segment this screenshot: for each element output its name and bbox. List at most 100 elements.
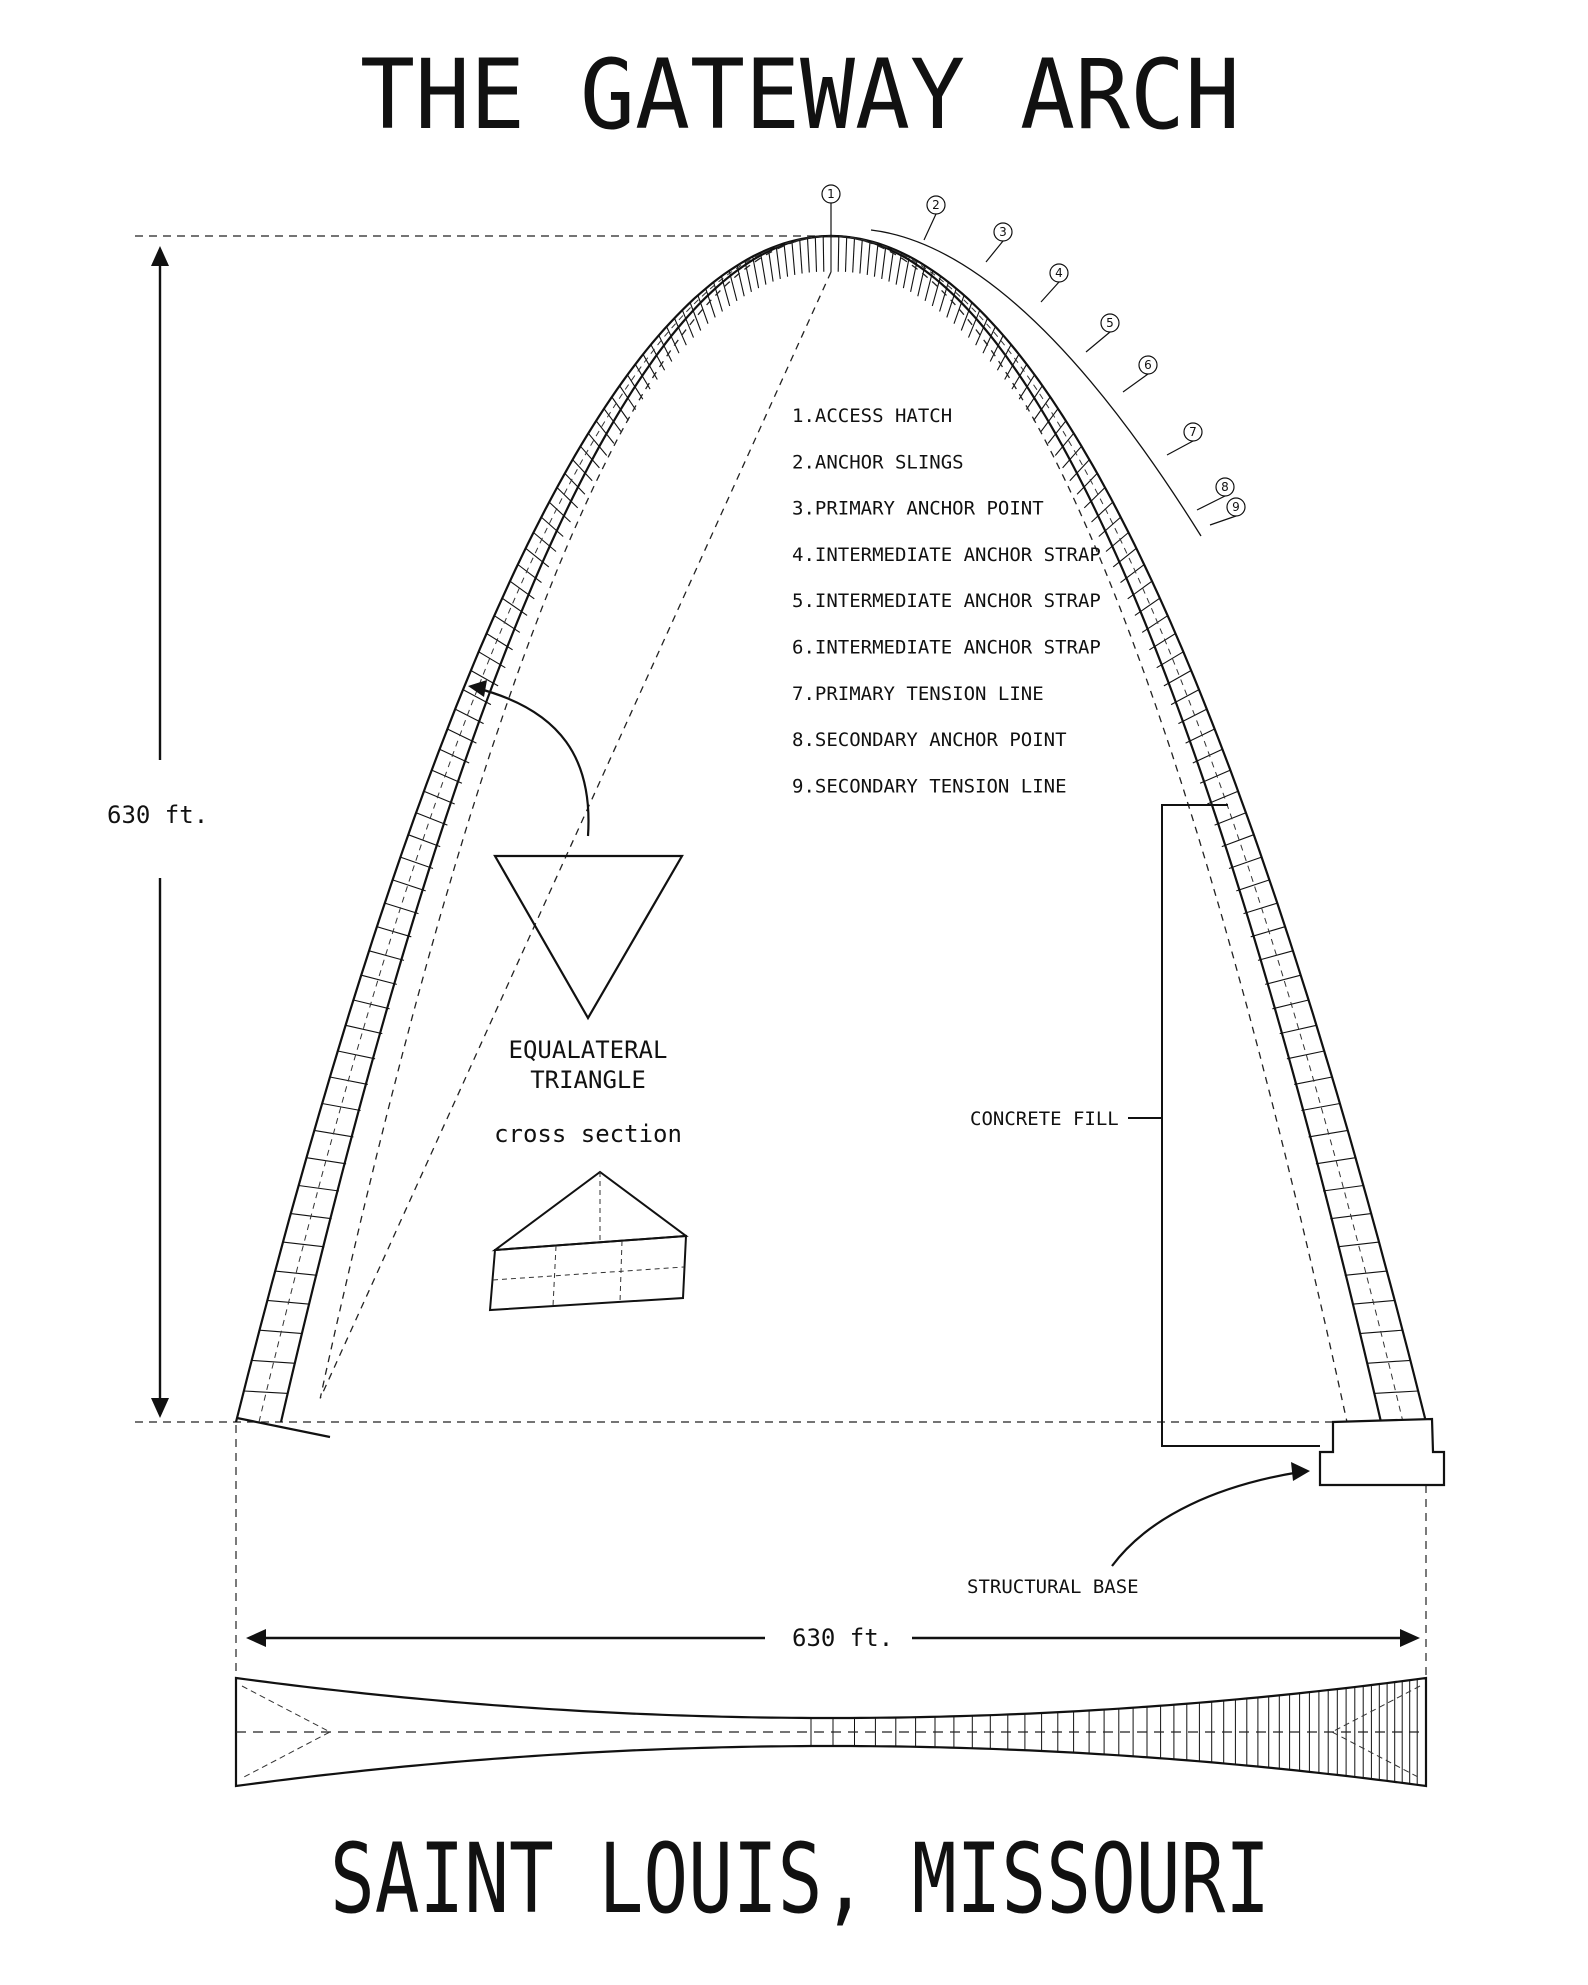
left-foot-cap: [236, 1416, 331, 1439]
arch-segment-line: [282, 1241, 325, 1248]
arch-segment-line: [1047, 420, 1067, 444]
arch-segment-line: [275, 1270, 318, 1276]
arch-segment-line: [996, 344, 1012, 371]
arch-segment-line: [924, 270, 934, 302]
structural-base-arrowhead-icon: [1291, 1462, 1310, 1481]
arch-segment-line: [1221, 834, 1254, 848]
arch-segment-line: [946, 288, 957, 318]
arch-segment-line: [337, 1050, 376, 1060]
structural-base-curved-arrow: [1111, 1470, 1301, 1567]
arch-segment-line: [873, 243, 879, 277]
arch-segment-line: [298, 1184, 339, 1192]
arch-segment-line: [494, 615, 521, 633]
arch-segment-line: [783, 243, 789, 277]
arch-segment-line: [564, 473, 586, 495]
arch-segment-line: [1185, 728, 1215, 744]
arch-segment-line: [509, 580, 535, 600]
triangle-label-line1: EQUALATERAL: [509, 1036, 668, 1064]
arch-segment-line: [619, 385, 637, 410]
legend-item: 2.ANCHOR SLINGS: [792, 451, 964, 473]
plan-outline: [234, 1676, 1428, 1788]
arch-segment-line: [517, 564, 542, 584]
arch-segment-line: [1366, 1359, 1411, 1364]
callout-leader: [923, 213, 937, 241]
callout-leader: [985, 240, 1004, 263]
callout-2: 2: [923, 195, 946, 241]
arch-segment-line: [837, 236, 840, 272]
structural-base-label: STRUCTURAL BASE: [967, 1576, 1139, 1598]
arch-segment-line: [1192, 748, 1223, 764]
dimension-guides: [135, 235, 1430, 1690]
arch-segment-line: [720, 276, 731, 307]
concrete-fill-label: CONCRETE FILL: [970, 1108, 1119, 1130]
arch-segment-line: [1178, 708, 1208, 725]
arch-segment-line: [595, 420, 615, 444]
arch-segment-line: [1257, 950, 1294, 961]
arch-segment-line: [470, 670, 499, 687]
callout-circle: [1226, 497, 1246, 517]
arch-segment-line: [1373, 1390, 1419, 1394]
arch-segment-line: [1279, 1024, 1317, 1035]
arch-segment-line: [852, 237, 856, 273]
callout-leader: [1122, 373, 1149, 393]
arch-segment-line: [1018, 374, 1036, 400]
arch-segment-line: [1294, 1076, 1333, 1085]
legend-item: 9.SECONDARY TENSION LINE: [792, 775, 1067, 797]
arch-segment-line: [1344, 1270, 1387, 1276]
arch-segment-line: [587, 432, 608, 456]
arch-segment-line: [1243, 902, 1278, 915]
arch-segment-line: [392, 879, 426, 892]
arch-segment-line: [650, 344, 666, 371]
callout-leader: [1040, 281, 1060, 303]
callout-circle: [1138, 355, 1158, 375]
width-dimension: [246, 1629, 1420, 1647]
callout-8: 8: [1196, 477, 1235, 511]
cross-section-label: cross section: [494, 1120, 682, 1148]
legend-item: 5.INTERMEDIATE ANCHOR STRAP: [792, 590, 1101, 612]
arch-segment-line: [814, 236, 818, 272]
arch-segment-line: [1337, 1241, 1380, 1248]
arch-segment-line: [1040, 408, 1059, 433]
wedge-dashed-line-2: [552, 1245, 557, 1307]
arch-segment-line: [953, 295, 965, 324]
arch-segment-line: [910, 260, 918, 293]
arch-segment-line: [982, 326, 996, 354]
arch-segment-line: [1207, 790, 1239, 805]
arch-segment-line: [960, 302, 973, 331]
arch-segment-line: [775, 246, 781, 279]
arch-segment-line: [556, 487, 579, 509]
cross-section-curved-arrow: [475, 686, 590, 837]
arch-segment-line: [989, 335, 1004, 362]
arch-segment-line: [697, 295, 709, 324]
arch-segment-line: [713, 282, 723, 312]
arch-segment-line: [603, 408, 622, 433]
wedge-front-face: [488, 1234, 688, 1312]
arch-segment-line: [376, 926, 412, 938]
arch-segment-line: [486, 633, 513, 651]
arch-segment-line: [888, 249, 895, 282]
callout-3: 3: [985, 222, 1013, 263]
arch-segment-line: [689, 302, 702, 331]
callout-circle: [1215, 477, 1235, 497]
arch-segment-line: [540, 516, 564, 537]
arch-segment-line: [400, 856, 434, 870]
arch-segment-line: [431, 769, 463, 784]
arch-segment-line: [1250, 926, 1286, 938]
arch-segment-line: [439, 748, 470, 764]
arch-segment-line: [866, 241, 871, 275]
arch-segment-line: [368, 950, 405, 961]
height-label: 630 ft.: [107, 801, 208, 829]
callout-number: 3: [999, 225, 1007, 239]
height-arrowhead-up-icon: [151, 246, 169, 266]
arch-segment-line: [478, 651, 506, 669]
arch-segment-line: [728, 270, 738, 302]
legend-item: 1.ACCESS HATCH: [792, 405, 952, 427]
legend-item: 3.PRIMARY ANCHOR POINT: [792, 498, 1044, 520]
callout-7: 7: [1166, 422, 1203, 456]
arch-segment-line: [408, 834, 441, 848]
width-label: 630 ft.: [792, 1624, 893, 1652]
arch-segment-line: [1091, 501, 1114, 523]
arch-segment-line: [1199, 769, 1231, 784]
arch-segment-line: [767, 249, 774, 282]
